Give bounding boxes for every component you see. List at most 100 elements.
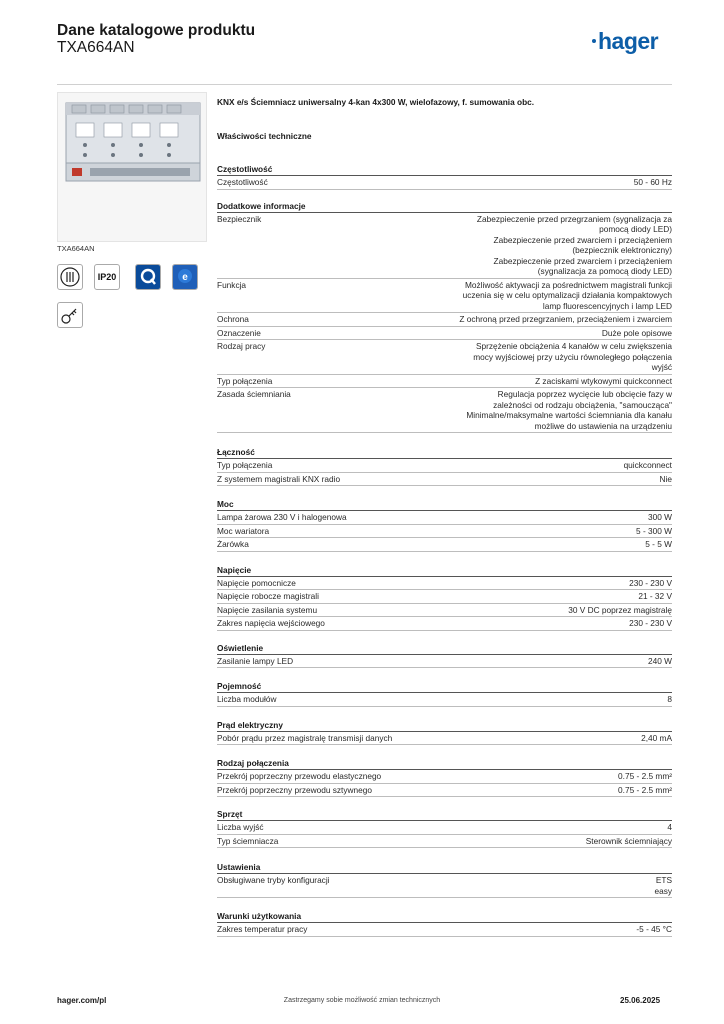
spec-value: 0.75 - 2.5 mm² <box>618 771 672 781</box>
section-title: Ustawienia <box>217 858 672 874</box>
section-title: Oświetlenie <box>217 639 672 655</box>
properties-heading: Właściwości techniczne <box>217 131 312 141</box>
spec-row: Typ połączenia Z zaciskami wtykowymi quic… <box>217 375 672 388</box>
spec-value: -5 - 45 °C <box>636 924 672 934</box>
spec-label: Typ połączenia <box>217 375 273 386</box>
ip20-badge: IP20 <box>94 264 120 290</box>
page-title: Dane katalogowe produktu <box>57 22 256 39</box>
product-image-caption: TXA664AN <box>57 244 95 253</box>
spec-label: Napięcie robocze magistrali <box>217 591 319 601</box>
spec-value: Nie <box>659 473 672 484</box>
spec-label: Moc wariatora <box>217 525 270 536</box>
spec-value: 240 W <box>648 655 672 666</box>
spec-label: Zakres temperatur pracy <box>217 924 308 934</box>
spec-value: quickconnect <box>623 460 672 470</box>
key-icon <box>57 302 83 328</box>
spec-label: Napięcie zasilania systemu <box>217 604 318 615</box>
spec-value: 300 W <box>648 512 672 522</box>
spec-label: Żarówka <box>217 539 249 549</box>
spec-value: 21 - 32 V <box>638 591 672 601</box>
section-title: Pojemność <box>217 677 672 693</box>
spec-value: Sterownik ściemniający <box>585 835 672 846</box>
spec-row: Żarówka 5 - 5 W <box>217 538 672 552</box>
spec-label: Oznaczenie <box>217 327 261 338</box>
terminal-icon <box>57 264 83 290</box>
section-title: Częstotliwość <box>217 160 672 176</box>
spec-label: Zasada ściemniania <box>217 389 291 399</box>
logo-text: hager <box>598 28 659 54</box>
spec-value: 5 - 5 W <box>645 539 672 549</box>
section-title: Rodzaj połączenia <box>217 754 672 770</box>
section-title: Dodatkowe informacje <box>217 197 672 213</box>
quality-q-icon <box>135 264 161 290</box>
spec-row: Zakres temperatur pracy -5 - 45 °C <box>217 923 672 937</box>
spec-row: Przekrój poprzeczny przewodu sztywnego 0.… <box>217 784 672 797</box>
spec-row: Napięcie robocze magistrali 21 - 32 V <box>217 590 672 604</box>
spec-label: Ochrona <box>217 314 249 324</box>
spec-label: Rodzaj pracy <box>217 341 266 351</box>
spec-label: Zakres napięcia wejściowego <box>217 618 325 628</box>
spec-value: Zabezpieczenie przed przegrzaniem (sygna… <box>476 213 672 277</box>
spec-value: Sprzężenie obciążenia 4 kanałów w celu z… <box>473 341 672 372</box>
spec-value: Duże pole opisowe <box>601 327 672 338</box>
spec-label: Obsługiwane tryby konfiguracji <box>217 875 330 885</box>
spec-value: 230 - 230 V <box>629 577 672 588</box>
spec-label: Typ ściemniacza <box>217 835 279 846</box>
energy-e-icon: e <box>172 264 198 290</box>
spec-value: 0.75 - 2.5 mm² <box>618 784 672 795</box>
footer-date: 25.06.2025 <box>620 996 661 1005</box>
spec-label: Liczba modułów <box>217 694 277 704</box>
spec-value: 50 - 60 Hz <box>633 177 672 187</box>
spec-row: Rodzaj pracy Sprzężenie obciążenia 4 kana… <box>217 340 672 375</box>
spec-value: Z zaciskami wtykowymi quickconnect <box>535 375 672 386</box>
spec-label: Częstotliwość <box>217 177 268 187</box>
product-code: TXA664AN <box>57 39 135 56</box>
section-title: Warunki użytkowania <box>217 907 672 923</box>
spec-label: Przekrój poprzeczny przewodu elastyczneg… <box>217 771 382 781</box>
spec-label: Bezpiecznik <box>217 213 262 224</box>
spec-value: 30 V DC poprzez magistralę <box>568 604 672 615</box>
header-divider <box>57 84 672 85</box>
spec-value: 230 - 230 V <box>629 618 672 628</box>
spec-label: Typ połączenia <box>217 460 273 470</box>
product-title: KNX e/s Ściemniacz uniwersalny 4-kan 4x3… <box>217 97 535 107</box>
logo-dot-icon <box>592 38 596 43</box>
section-title: Sprzęt <box>217 805 672 821</box>
spec-value: Możliwość aktywacji za pośrednictwem mag… <box>462 279 672 311</box>
spec-value: 2,40 mA <box>641 732 672 743</box>
spec-row: Zakres napięcia wejściowego 230 - 230 V <box>217 617 672 631</box>
spec-label: Z systemem magistrali KNX radio <box>217 473 341 484</box>
spec-row: Pobór prądu przez magistralę transmisji … <box>217 732 672 745</box>
spec-label: Zasilanie lampy LED <box>217 655 294 666</box>
section-title: Łączność <box>217 443 672 459</box>
spec-label: Przekrój poprzeczny przewodu sztywnego <box>217 784 372 795</box>
dimmer-device-icon <box>65 102 201 182</box>
footer-url[interactable]: hager.com/pl <box>57 996 107 1005</box>
section-title: Napięcie <box>217 561 672 577</box>
section-title: Moc <box>217 495 672 511</box>
spec-label: Pobór prądu przez magistralę transmisji … <box>217 732 393 743</box>
spec-row: Oznaczenie Duże pole opisowe <box>217 327 672 340</box>
spec-row: Typ połączenia quickconnect <box>217 459 672 473</box>
spec-row: Z systemem magistrali KNX radio Nie <box>217 473 672 486</box>
spec-value: Regulacja poprzez wycięcie lub obcięcie … <box>466 389 672 431</box>
spec-row: Zasilanie lampy LED 240 W <box>217 655 672 668</box>
spec-label: Napięcie pomocnicze <box>217 577 296 588</box>
spec-row: Napięcie pomocnicze 230 - 230 V <box>217 577 672 590</box>
